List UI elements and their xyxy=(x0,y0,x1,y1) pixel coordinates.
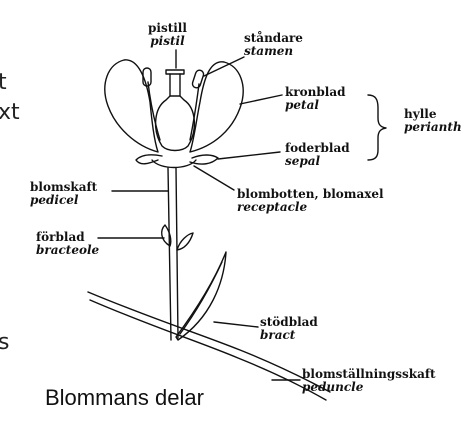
label-sv: blombotten, blomaxel xyxy=(237,187,384,201)
label-bracteole: förblad bracteole xyxy=(36,231,99,257)
bracteole-right xyxy=(176,232,194,251)
label-petal: kronblad petal xyxy=(285,86,345,112)
label-sv: stödblad xyxy=(260,315,318,329)
bract-shape xyxy=(175,251,227,341)
bract-leader xyxy=(213,321,259,328)
sepal-leader xyxy=(217,151,281,160)
label-sv: kronblad xyxy=(285,85,346,99)
label-stamen: ståndare stamen xyxy=(244,32,303,58)
label-receptacle: blombotten, blomaxel receptacle xyxy=(237,188,384,214)
label-latin: bracteole xyxy=(36,243,100,257)
pistil-stigma xyxy=(165,69,185,75)
receptacle-shape xyxy=(151,159,197,169)
label-sv: pistill xyxy=(148,21,187,35)
label-bract: stödblad bract xyxy=(260,316,318,342)
side-fragment: t xyxy=(0,70,7,95)
label-sv: blomskaft xyxy=(30,180,98,194)
label-sv: hylle xyxy=(404,107,437,121)
stamen-right-filament xyxy=(189,83,200,141)
peduncle-shape xyxy=(87,291,331,393)
petal-left xyxy=(104,59,159,153)
label-sv: förblad xyxy=(36,230,85,244)
pistil-style xyxy=(169,73,181,97)
stamen-leader xyxy=(203,56,245,77)
side-fragment: xt xyxy=(0,100,20,125)
label-sv: blomställningsskaft xyxy=(302,367,436,381)
label-latin: pedicel xyxy=(30,193,79,207)
label-latin: petal xyxy=(285,98,319,112)
label-sv: foderblad xyxy=(285,141,350,155)
label-peduncle: blomställningsskaft peduncle xyxy=(302,368,436,394)
label-latin: peduncle xyxy=(302,380,364,394)
label-pedicel: blomskaft pedicel xyxy=(30,181,97,207)
stamen-right-anther xyxy=(191,69,205,89)
label-latin: stamen xyxy=(244,44,294,58)
stamen-left-filament xyxy=(147,81,161,141)
receptacle-leader xyxy=(193,165,235,191)
label-latin: sepal xyxy=(285,154,321,168)
petal-right xyxy=(189,61,244,153)
label-pistil: pistill pistil xyxy=(148,22,187,48)
pedicel-shape-right xyxy=(175,167,179,339)
petal-leader xyxy=(239,94,283,105)
label-sepal: foderblad sepal xyxy=(285,142,350,168)
label-perianth: hylle perianth xyxy=(404,108,462,134)
label-latin: pistil xyxy=(150,34,185,48)
label-latin: receptacle xyxy=(237,200,308,214)
label-latin: bract xyxy=(260,328,296,342)
pedicel-shape xyxy=(167,167,172,341)
side-fragment: s xyxy=(0,330,10,355)
pistil-ovary xyxy=(155,95,195,152)
label-sv: ståndare xyxy=(244,31,303,45)
sepal-right xyxy=(189,154,219,165)
sepal-left xyxy=(135,154,163,165)
perianth-brace xyxy=(367,94,387,161)
bracteole-left xyxy=(161,224,172,247)
label-latin: perianth xyxy=(404,120,462,134)
stamen-left-anther xyxy=(142,67,152,87)
peduncle-shape-lower xyxy=(89,299,327,401)
figure-caption: Blommans delar xyxy=(45,385,204,410)
bract-midrib xyxy=(179,261,223,335)
